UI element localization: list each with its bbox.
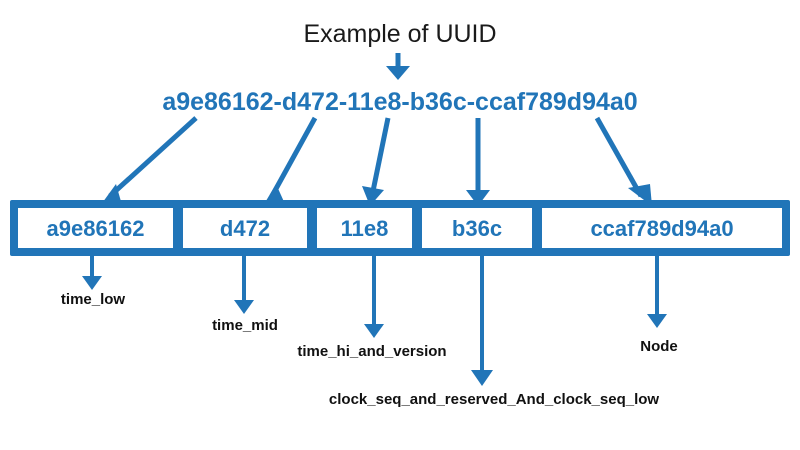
caption-arrow-time-low-icon <box>82 256 102 290</box>
caption-arrow-time-mid-icon <box>234 256 254 314</box>
field-value-clock-seq: b36c <box>452 216 502 241</box>
field-value-time-low: a9e86162 <box>47 216 145 241</box>
caption-clock-seq: clock_seq_and_reserved_And_clock_seq_low <box>329 391 660 408</box>
segment-arrow-clock-seq-icon <box>466 118 490 206</box>
diagram-title: Example of UUID <box>303 20 496 48</box>
caption-time-low: time_low <box>61 291 126 308</box>
caption-time-mid: time_mid <box>212 317 278 334</box>
field-box-time-low <box>18 208 173 248</box>
caption-arrow-node-icon <box>647 256 667 328</box>
uuid-string: a9e86162-d472-11e8-b36c-ccaf789d94a0 <box>162 88 637 116</box>
segment-arrow-time-low-icon <box>100 116 198 206</box>
segment-arrow-node-icon <box>594 116 652 206</box>
field-value-time-hi-and-version: 11e8 <box>341 216 389 241</box>
field-box-time-hi-and-version <box>317 208 412 248</box>
caption-node: Node <box>640 338 678 355</box>
field-box-time-mid <box>183 208 307 248</box>
field-value-time-mid: d472 <box>220 216 270 241</box>
caption-arrow-time-hi-and-version-icon <box>364 256 384 338</box>
field-value-node: ccaf789d94a0 <box>590 216 733 241</box>
segment-arrow-time-hi-and-version-icon <box>362 117 391 206</box>
caption-arrow-clock-seq-icon <box>471 256 493 386</box>
field-box-clock-seq <box>422 208 532 248</box>
caption-time-hi-and-version: time_hi_and_version <box>297 343 446 360</box>
title-to-uuid-arrow-icon <box>386 53 410 80</box>
segment-arrow-time-mid-icon <box>263 116 318 206</box>
field-box-node <box>542 208 782 248</box>
